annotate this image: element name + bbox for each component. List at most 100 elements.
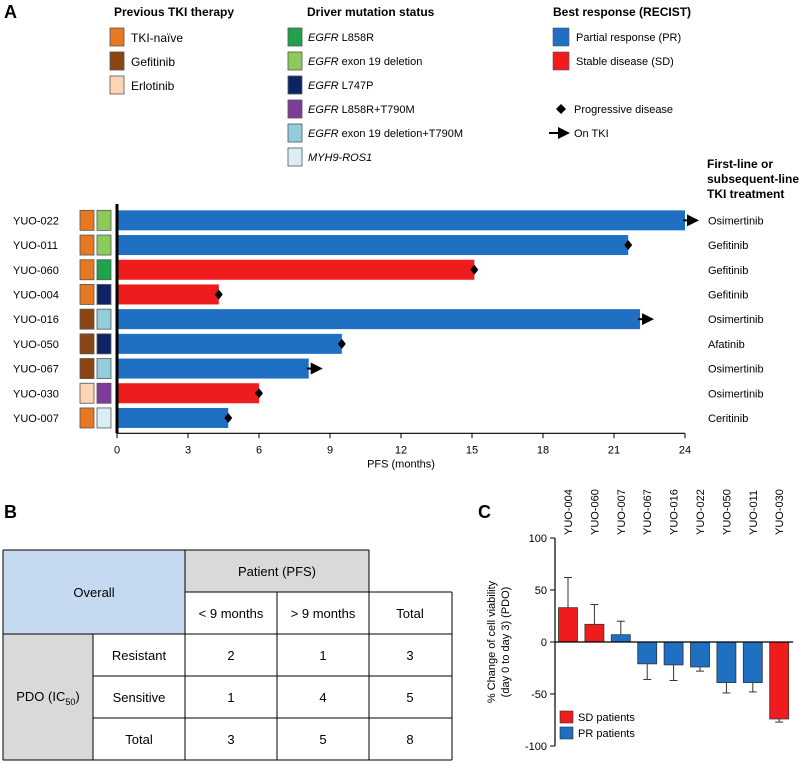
panel-b-label: B (4, 502, 17, 522)
tki-legend-label: Gefitinib (131, 55, 175, 69)
y-axis-title-line1: % Change of cell viability (486, 580, 498, 703)
tki-status-cell (79, 209, 95, 231)
progressive-disease-marker-icon (556, 104, 566, 114)
pfs-bar (117, 259, 475, 280)
overall-cell-bg (3, 550, 185, 634)
progressive-disease-marker (255, 388, 263, 399)
category-label: YUO-007 (616, 489, 628, 535)
tki-status-cell (79, 234, 95, 256)
treatment-label: Osimertinib (708, 364, 764, 376)
table-grid (2, 549, 453, 761)
table-cell-gt: 5 (319, 732, 326, 747)
on-tki-arrow-icon (558, 127, 570, 139)
table-cell-total: 8 (406, 732, 413, 747)
table-cell-gt: 4 (319, 690, 326, 705)
contingency-table: Overall Patient (PFS) < 9 months > 9 mon… (2, 549, 453, 761)
patient-header-bg (185, 550, 369, 592)
category-label: YUO-016 (669, 489, 681, 535)
x-tick-label: 21 (608, 444, 620, 456)
response-legend: Partial response (PR)Stable disease (SD)… (549, 27, 681, 140)
progressive-disease-marker (224, 412, 233, 423)
viability-bar (716, 641, 737, 683)
viability-legend-label: SD patients (578, 712, 635, 724)
y-tick-label: -50 (531, 689, 547, 701)
pfs-bar (117, 309, 641, 330)
x-tick-label: 12 (395, 444, 407, 456)
patient-id-label: YUO-030 (13, 388, 59, 400)
table-cell-lt: 2 (227, 648, 234, 663)
viability-bar (558, 607, 578, 643)
mutation-variant-name: exon 19 deletion (339, 56, 423, 68)
mutation-legend-label: EGFR L858R+T790M (308, 104, 415, 116)
mutation-legend-swatch (287, 27, 303, 47)
progressive-disease-marker (214, 289, 223, 300)
mutation-legend-title: Driver mutation status (307, 5, 435, 19)
mutation-variant-name: L858R (339, 32, 375, 44)
viability-bar (690, 641, 710, 668)
pfs-bar (117, 210, 685, 231)
table-row-label: Sensitive (113, 690, 166, 705)
treatment-header-line3: TKI treatment (707, 187, 784, 201)
pfs-bar (117, 358, 309, 379)
y-axis-title-line2: (day 0 to day 3) (PDO) (500, 587, 512, 698)
mutation-legend-swatch (287, 51, 303, 71)
patient-id-label: YUO-022 (13, 215, 59, 227)
mutation-legend-label: EGFR L747P (308, 80, 373, 92)
tki-legend-label: Erlotinib (131, 79, 175, 93)
tki-legend-label: TKI-naïve (131, 31, 183, 45)
mutation-legend-label: EGFR L858R (308, 32, 374, 44)
response-legend-swatch (552, 27, 570, 47)
treatment-label: Afatinib (708, 339, 745, 351)
tki-status-cell (79, 333, 95, 355)
patient-id-label: YUO-004 (13, 289, 59, 301)
x-tick-label: 18 (537, 444, 549, 456)
patient-id-label: YUO-060 (13, 265, 59, 277)
panel-c-label: C (478, 502, 491, 522)
x-tick-label: 6 (256, 444, 262, 456)
x-axis-title: PFS (months) (367, 458, 435, 470)
category-label: YUO-067 (642, 489, 654, 535)
mutation-status-cell (96, 284, 112, 305)
table-cell-gt: 1 (319, 648, 326, 663)
tki-legend-swatch (109, 51, 125, 71)
viability-bar (769, 641, 790, 720)
col-total-header: Total (396, 606, 424, 621)
pfs-bar (117, 333, 342, 354)
response-legend-label: Stable disease (SD) (576, 56, 674, 68)
viability-bar (610, 634, 631, 643)
y-tick-label: 0 (541, 637, 547, 649)
x-tick-label: 15 (466, 444, 478, 456)
pdo-cell-bg (3, 634, 93, 760)
category-label: YUO-060 (589, 489, 601, 535)
mutation-variant-name: L747P (339, 80, 374, 92)
mutation-legend-swatch (287, 147, 303, 167)
mutation-status-cell (96, 407, 112, 429)
col-lt-header: < 9 months (199, 606, 264, 621)
pfs-bar (117, 383, 259, 404)
tki-status-cell (79, 407, 95, 429)
y-tick-label: 50 (535, 585, 547, 597)
viability-bar (637, 641, 658, 665)
mutation-gene-name: EGFR (308, 104, 339, 116)
treatment-label: Gefitinib (708, 265, 748, 277)
viability-bar (742, 641, 763, 683)
category-label: YUO-011 (748, 490, 760, 535)
pfs-bar (117, 284, 219, 305)
category-label: YUO-022 (695, 489, 707, 535)
table-row-label: Total (125, 732, 153, 747)
patient-id-label: YUO-067 (13, 364, 59, 376)
tki-status-cell (79, 308, 95, 330)
progressive-disease-label: Progressive disease (574, 104, 673, 116)
table-cell-total: 5 (406, 690, 413, 705)
viability-bar (663, 641, 684, 666)
mutation-gene-name: MYH9-ROS1 (308, 152, 372, 164)
treatment-label: Gefitinib (708, 289, 748, 301)
table-cell-lt: 3 (227, 732, 234, 747)
tki-legend-swatch (109, 27, 125, 47)
x-tick-label: 9 (327, 444, 333, 456)
patient-header: Patient (PFS) (238, 564, 316, 579)
y-tick-label: 100 (529, 533, 547, 545)
viability-bar (584, 623, 605, 643)
